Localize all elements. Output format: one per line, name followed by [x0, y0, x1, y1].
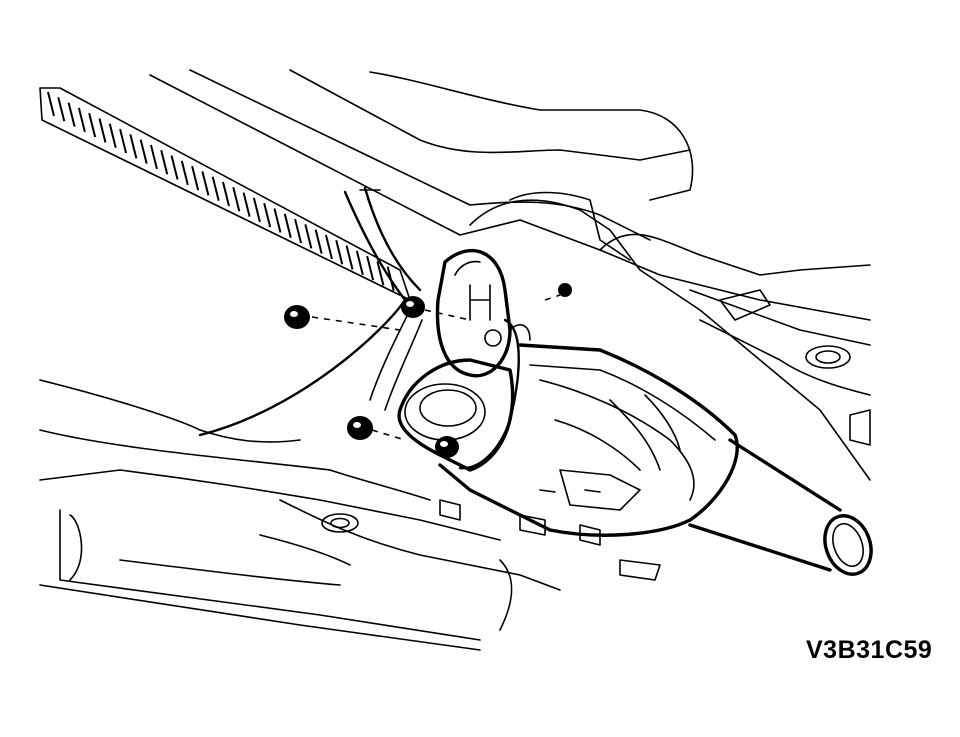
hatch-line [252, 197, 261, 223]
hatch-line [170, 155, 179, 180]
hatch-line [345, 245, 354, 270]
figure-code-label: V3B31C59 [806, 636, 933, 664]
exhaust-pipe [688, 438, 873, 576]
exhaust-flange [397, 318, 520, 472]
hatched-crossmember [39, 87, 411, 301]
hatch-pattern [47, 91, 395, 291]
alignment-lines [311, 294, 561, 441]
hatch-line [232, 187, 241, 212]
nut-icon [347, 416, 373, 440]
hatch-line [119, 128, 128, 154]
hatch-line [222, 181, 230, 207]
hatch-line [283, 213, 292, 239]
hatch-line [314, 229, 323, 254]
hatch-line [201, 171, 210, 196]
hatch-line [355, 250, 364, 276]
hatch-line [376, 261, 385, 286]
nut-icon [284, 305, 310, 329]
catalytic-converter [438, 343, 739, 537]
hatch-line [98, 118, 107, 143]
nut-icon [401, 296, 425, 318]
hatch-line [366, 255, 375, 281]
hatch-line [211, 176, 220, 201]
side-panel [469, 191, 871, 481]
hatch-line [180, 160, 189, 186]
hatch-line [242, 192, 251, 217]
hatch-line [304, 224, 313, 249]
hatch-line [294, 218, 303, 244]
hatch-line [129, 134, 138, 159]
fasteners [284, 283, 572, 458]
hatch-line [149, 144, 158, 170]
rubber-hanger [435, 248, 531, 378]
floor-pan [149, 69, 871, 446]
hatch-line [108, 123, 117, 149]
hatch-line [191, 165, 200, 191]
hatch-line [67, 102, 76, 127]
side-sill [39, 379, 661, 651]
hatch-line [77, 107, 86, 133]
hatch-line [88, 112, 97, 138]
nut-icon [435, 436, 459, 458]
hatch-line [160, 149, 169, 175]
hatch-line [57, 97, 66, 122]
hatch-line [263, 202, 272, 228]
support-bracket [198, 186, 423, 443]
hatch-line [47, 91, 55, 117]
hatch-line [273, 208, 282, 233]
hatch-line [335, 239, 344, 265]
hatch-line [324, 234, 333, 260]
hatch-line [139, 139, 148, 164]
bolt-icon [558, 283, 572, 297]
